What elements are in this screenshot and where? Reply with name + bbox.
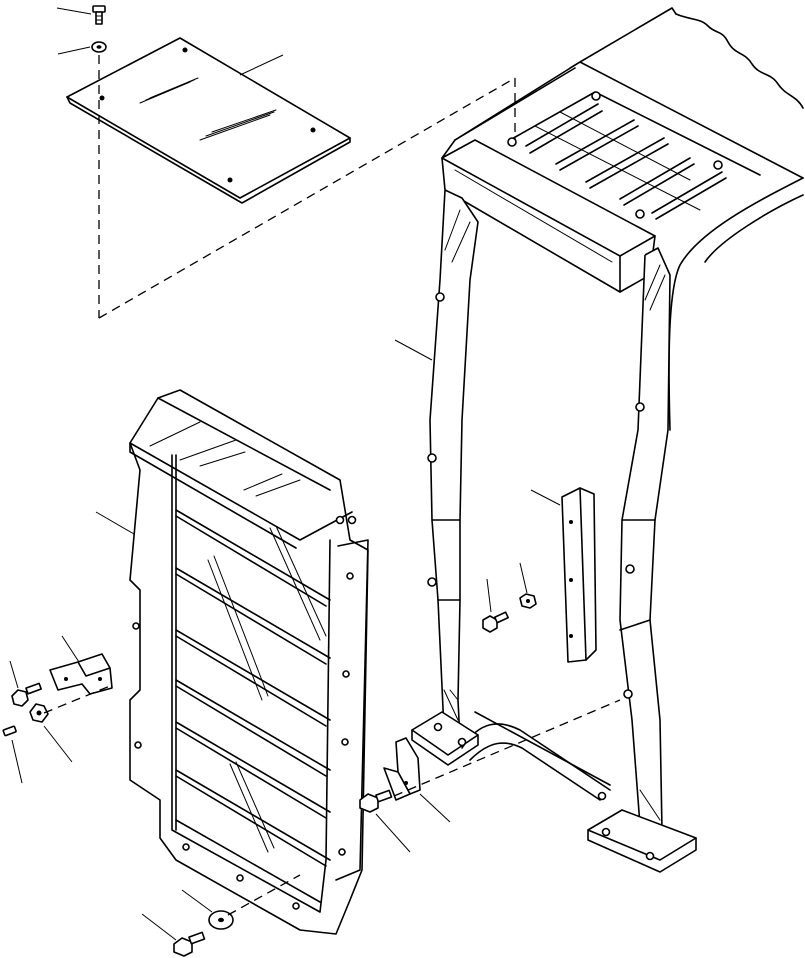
radiator-guard-panel	[129, 389, 369, 935]
mounting-bracket-left	[49, 653, 113, 695]
cover-washer	[91, 41, 107, 53]
bolt-with-washer	[11, 682, 42, 707]
cover-bolt	[92, 5, 106, 25]
vertical-support-frame	[411, 7, 804, 873]
flat-washer	[208, 910, 234, 930]
hex-nut	[29, 703, 49, 723]
mounting-bracket-right	[383, 737, 421, 801]
bolt-with-washer	[173, 931, 206, 957]
hex-nut	[519, 593, 537, 609]
side-angle-bracket	[561, 487, 597, 663]
top-cover-plate	[66, 37, 351, 204]
bolt-with-washer	[482, 611, 509, 633]
small-screw	[2, 725, 17, 737]
bolt-with-washer	[359, 789, 393, 813]
